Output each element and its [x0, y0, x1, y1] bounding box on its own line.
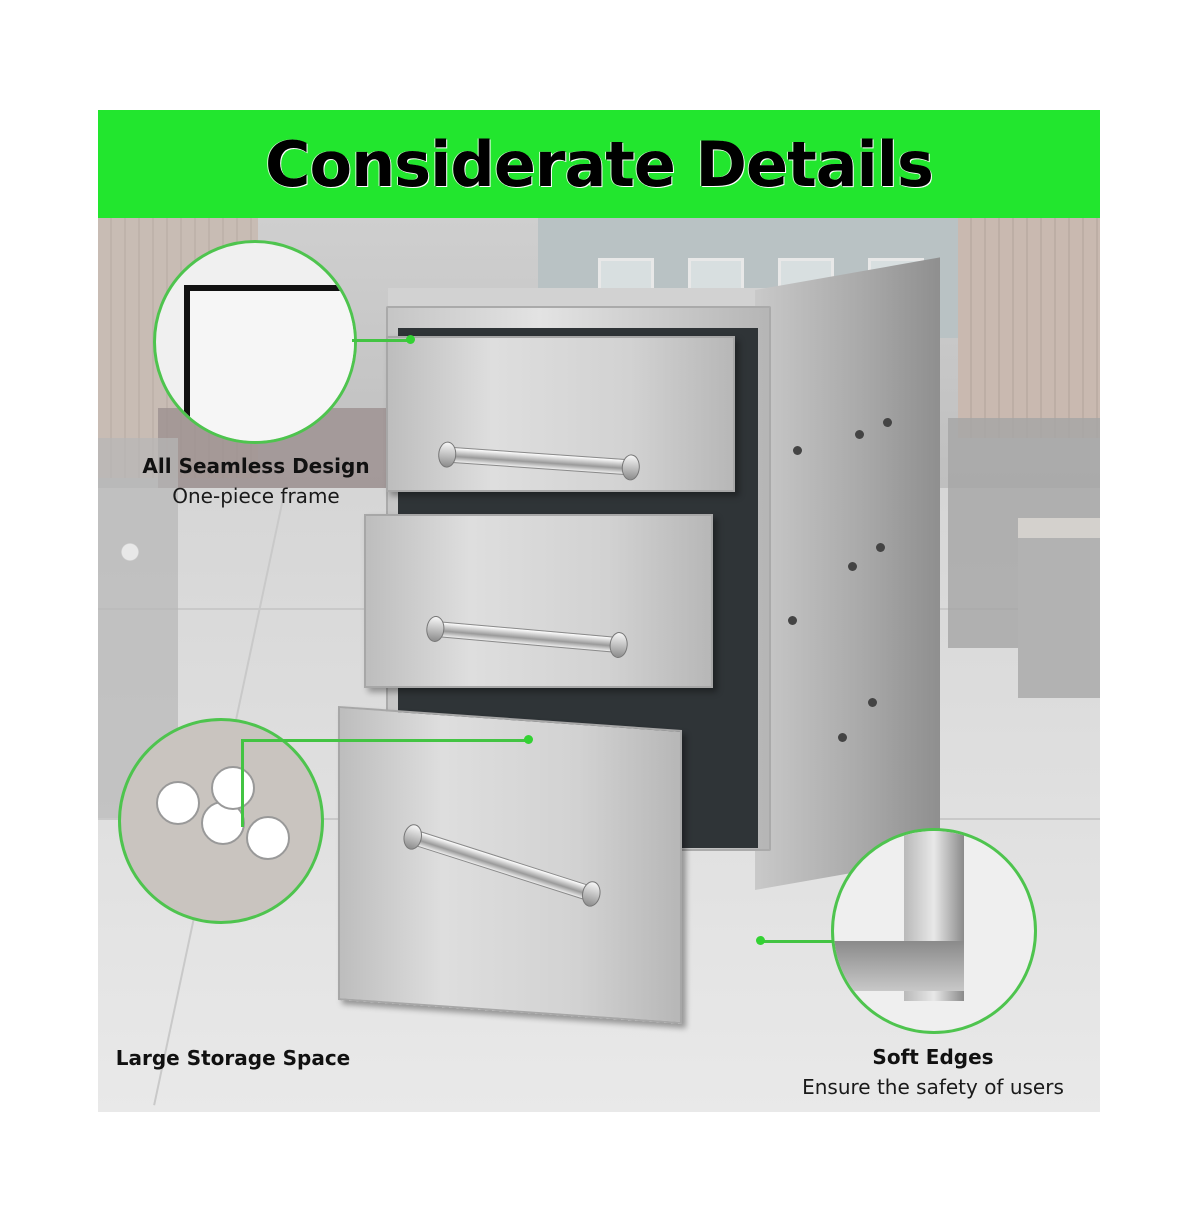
callout-seamless-subtitle: One-piece frame: [172, 484, 340, 508]
drawer-handle[interactable]: [442, 446, 636, 476]
can-icon: [246, 816, 290, 860]
frame-edge-icon: [834, 941, 964, 991]
can-icon: [211, 766, 255, 810]
product-image: Considerate Details: [98, 110, 1100, 1112]
callout-seamless-title: All Seamless Design: [142, 454, 370, 478]
callout-edges-circle: [831, 828, 1037, 1034]
callout-seamless-dot: [406, 335, 415, 344]
callout-edges-leader: [762, 940, 834, 943]
drawer-handle[interactable]: [406, 828, 598, 903]
callout-seamless-leader: [352, 339, 412, 342]
callout-edges-subtitle: Ensure the safety of users: [802, 1075, 1064, 1099]
can-icon: [156, 781, 200, 825]
scene: All Seamless Design One-piece frame Larg…: [98, 218, 1100, 1112]
drawer-top[interactable]: [386, 336, 735, 492]
title-banner: Considerate Details: [98, 110, 1100, 218]
callout-storage-leader-v: [241, 739, 244, 827]
callout-storage-circle: [118, 718, 324, 924]
callout-storage-title: Large Storage Space: [115, 1046, 351, 1070]
drawer-handle[interactable]: [430, 620, 624, 654]
cabinet-side: [755, 257, 940, 890]
callout-storage-leader-h: [241, 739, 528, 742]
banner-title: Considerate Details: [265, 127, 934, 201]
drawer-middle[interactable]: [364, 514, 713, 688]
callout-edges-dot: [756, 936, 765, 945]
background-fence-right: [958, 218, 1100, 438]
background-ottoman: [1018, 518, 1100, 698]
callout-storage-dot: [524, 735, 533, 744]
drawer-bottom[interactable]: [338, 705, 682, 1025]
callout-seamless-circle: [153, 240, 357, 444]
frame-corner-icon: [184, 285, 354, 441]
callout-edges-title: Soft Edges: [872, 1045, 994, 1069]
